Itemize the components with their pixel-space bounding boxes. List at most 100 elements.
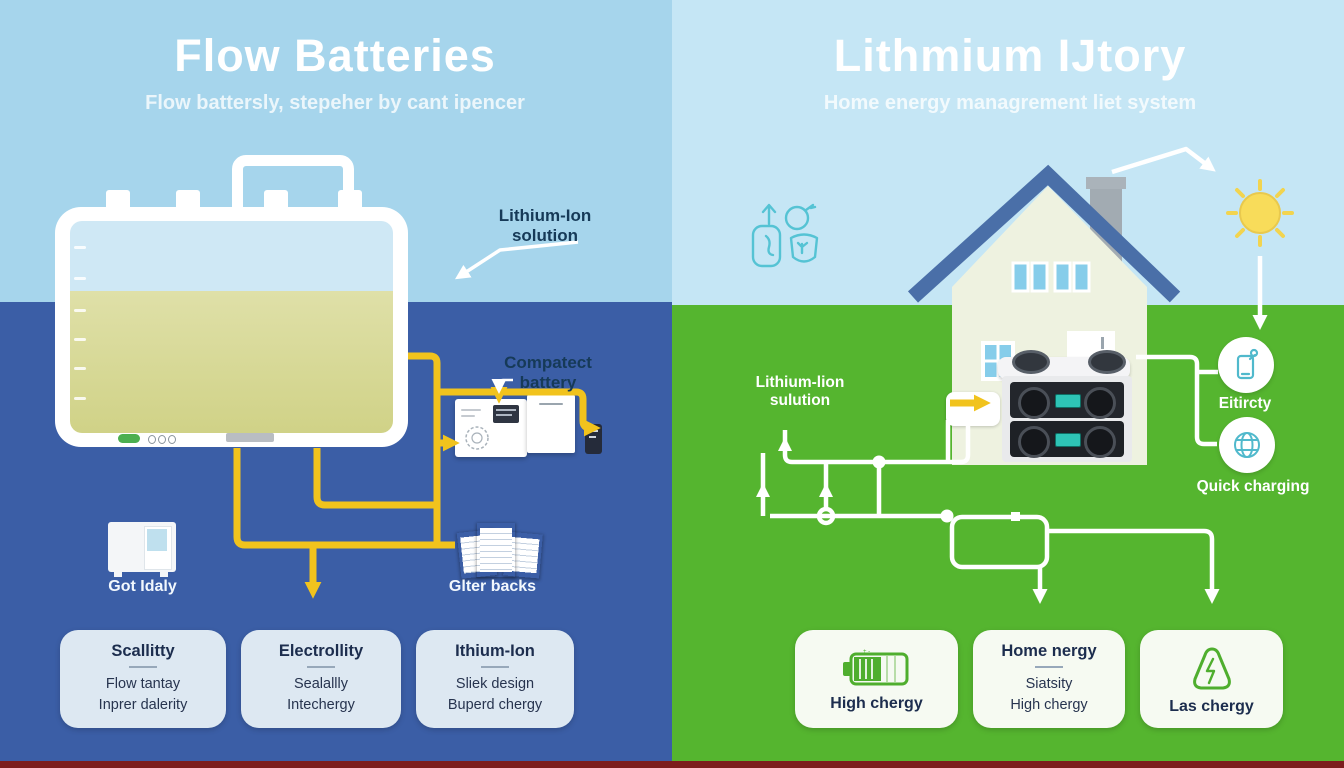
battery-dial — [1084, 387, 1116, 419]
appliance-window — [147, 529, 167, 551]
card-doodle — [764, 234, 775, 257]
circuit-line — [461, 409, 481, 411]
appliance-foot — [114, 572, 122, 577]
tank-cap — [106, 190, 130, 210]
tank-status-led — [118, 434, 140, 443]
panel-mark — [1101, 337, 1104, 349]
left-title: Flow Batteries — [174, 30, 496, 81]
barcode-line — [496, 409, 516, 411]
tank-window — [70, 221, 393, 433]
tank-tick — [74, 277, 86, 280]
gable — [952, 186, 1147, 287]
card-line: Inprer dalerity — [98, 697, 188, 713]
card-divider — [307, 665, 335, 668]
right-card-home-energy: Home nergy Siatsity High chergy — [973, 630, 1125, 728]
papers-label: Glter backs — [448, 578, 537, 595]
tank-vent-bar — [226, 433, 274, 442]
battery-dial — [1018, 426, 1050, 458]
circle-hook — [804, 203, 817, 212]
appliance-label: Got Idaly — [108, 578, 177, 595]
battery-panel-row — [1010, 421, 1124, 458]
label-line: solution — [511, 226, 579, 246]
card-divider — [1035, 665, 1063, 668]
paper-sheet-icon — [527, 395, 575, 453]
card-line: Intechergy — [287, 697, 355, 713]
label-line: Lithium-lion — [755, 374, 845, 391]
tank-tick — [74, 309, 86, 312]
rounded-card-icon — [751, 224, 782, 268]
appliance-door — [144, 526, 172, 570]
card-line: High chergy — [1010, 697, 1088, 713]
chip-line — [589, 436, 596, 438]
card-title: Scallitty — [111, 641, 175, 660]
chip-icon — [585, 424, 602, 454]
battery-knob — [1088, 350, 1126, 374]
hazard-flask-icon — [1192, 647, 1231, 689]
battery-screen — [1055, 394, 1081, 408]
left-card-lithium: Ithium-Ion Sliek design Buperd chergy — [416, 630, 574, 728]
battery-knob — [1012, 350, 1050, 374]
svg-text:+ -: + - — [863, 649, 870, 655]
card-line: Siatsity — [1025, 675, 1073, 692]
tank-cap — [264, 190, 288, 210]
bottom-strip — [0, 761, 1344, 768]
small-appliance-box — [946, 392, 1000, 426]
quick-charging-feature-circle — [1219, 417, 1275, 473]
roof — [907, 164, 1181, 303]
right-card-high-energy: + - High chergy — [795, 630, 958, 728]
circuit-label-block — [493, 405, 519, 423]
globe-icon — [1234, 432, 1260, 458]
tank-tick — [74, 367, 86, 370]
right-title: Lithmium IJtory — [833, 30, 1187, 81]
smartphone-icon — [1236, 348, 1259, 380]
tank-electrolyte-liquid — [70, 291, 393, 433]
battery-icon: + - — [842, 649, 908, 685]
tank-cap — [176, 190, 200, 210]
tank-tick — [74, 246, 86, 249]
card-line: Sliek design — [455, 675, 535, 692]
battery-dial — [1084, 426, 1116, 458]
efficiency-feature-circle — [1218, 337, 1274, 393]
tank-indicator-dot — [148, 435, 156, 444]
circuit-board-icon — [455, 399, 527, 457]
efficiency-label: Eitircty — [1218, 395, 1272, 412]
quick-charging-label: Quick charging — [1196, 478, 1310, 495]
card-title: Electrollity — [278, 641, 364, 660]
card-title: Ithium-Ion — [455, 641, 535, 660]
arrow-up-icon — [761, 203, 777, 226]
compact-battery-label: Compatect battery — [478, 353, 618, 393]
tank-cap — [338, 190, 362, 210]
tank-tick — [74, 397, 86, 400]
right-card-low-energy: Las chergy — [1140, 630, 1283, 728]
card-line: Flow tantay — [105, 675, 181, 692]
right-solution-label: Lithium-lion sulution — [730, 374, 870, 411]
card-title: Home nergy — [1001, 641, 1097, 660]
left-subtitle: Flow battersly, stepeher by cant ipencer — [145, 92, 525, 114]
right-subtitle: Home energy managrement liet system — [823, 92, 1197, 114]
left-card-scalability: Scallitty Flow tantay Inprer dalerity — [60, 630, 226, 728]
card-line: Buperd chergy — [447, 697, 543, 713]
documents-icon — [476, 522, 516, 578]
teal-doodle-icons — [751, 203, 819, 268]
battery-station-icon — [1002, 376, 1132, 462]
label-line: Compatect — [504, 353, 592, 372]
barcode-line — [496, 414, 512, 416]
battery-panel-row — [1010, 382, 1124, 419]
tank-air-gap — [70, 221, 393, 291]
tank-tick — [74, 338, 86, 341]
paper-line — [539, 403, 563, 405]
card-line: Sealallly — [294, 675, 348, 692]
card-divider — [129, 665, 157, 668]
chimney-cap — [1086, 177, 1126, 189]
battery-screen — [1055, 433, 1081, 447]
label-line: Lithium-Ion — [498, 206, 592, 225]
card-divider — [481, 665, 509, 668]
chip-line — [589, 430, 598, 432]
card-label: High chergy — [830, 694, 923, 712]
appliance-foot — [160, 572, 168, 577]
shield-icon — [789, 233, 819, 263]
appliance-icon — [108, 522, 176, 572]
circuit-line — [461, 415, 475, 417]
tank-indicator-dot — [158, 435, 166, 444]
